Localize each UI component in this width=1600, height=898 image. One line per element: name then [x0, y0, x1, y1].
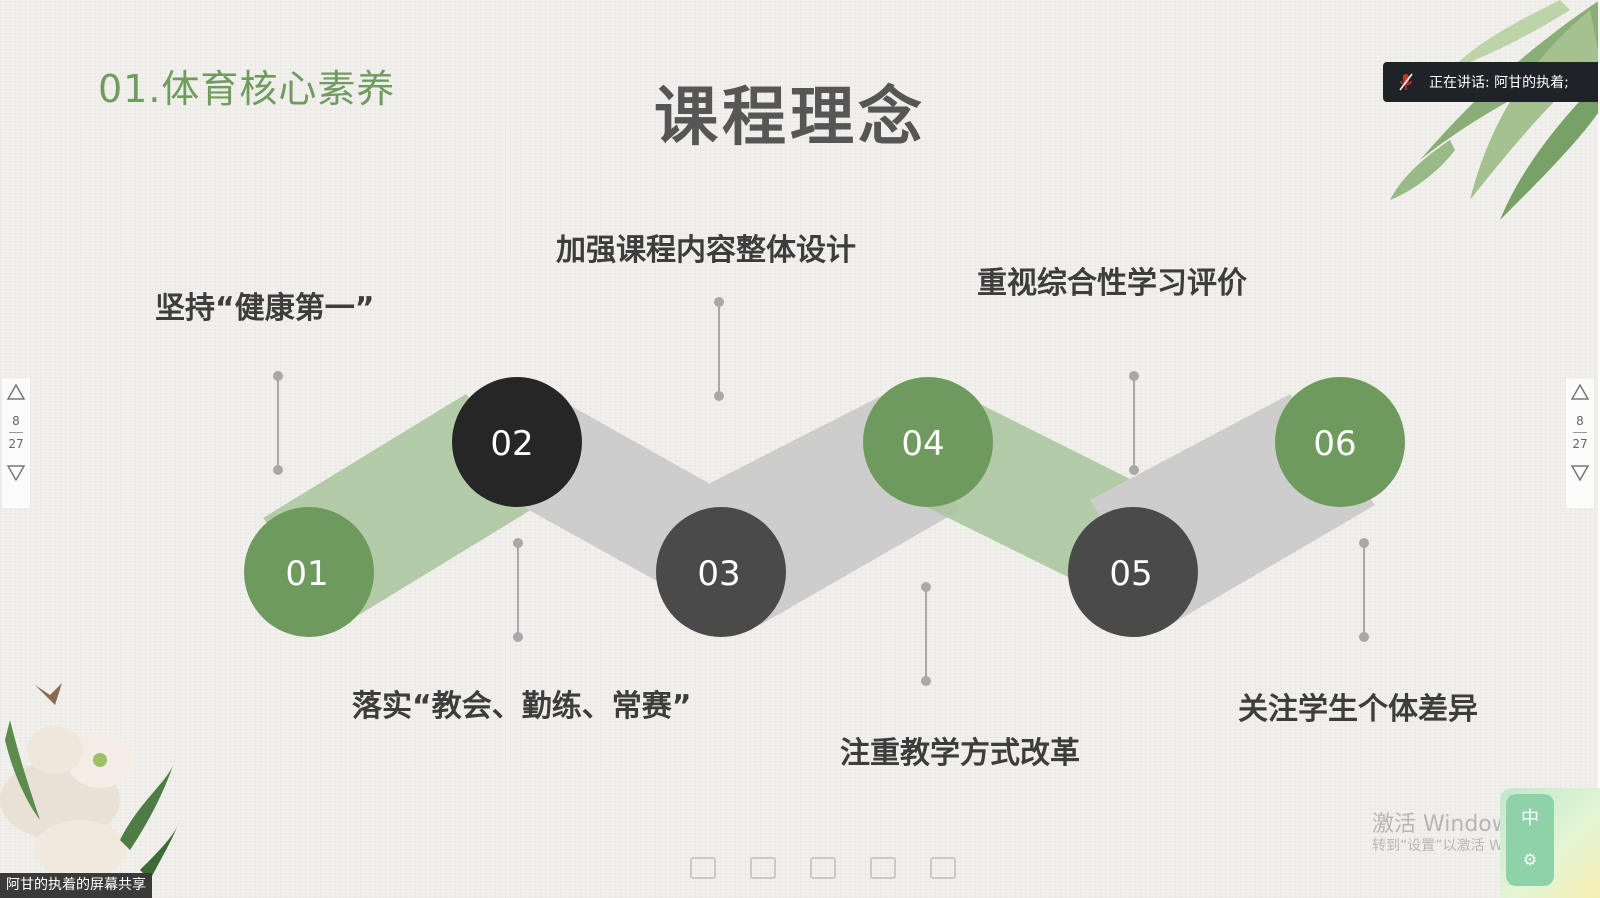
step-03: 03	[656, 507, 786, 637]
right-edge	[1598, 0, 1600, 898]
eraser-tool-icon[interactable]	[810, 857, 836, 879]
ime-mode-label: 中	[1521, 808, 1539, 829]
ime-badge[interactable]: 中 ⚙	[1506, 794, 1554, 886]
speaking-indicator: 正在讲话: 阿甘的执着;	[1383, 62, 1598, 102]
next-page-icon[interactable]	[7, 465, 25, 481]
gear-icon[interactable]: ⚙	[1522, 850, 1538, 869]
screen-share-label: 阿甘的执着的屏幕共享	[0, 873, 152, 898]
label-03: 加强课程内容整体设计	[556, 233, 856, 268]
exit-tool-icon[interactable]	[930, 857, 956, 879]
step-01: 01	[244, 507, 374, 637]
pointer-tool-icon[interactable]	[690, 857, 716, 879]
next-page-icon[interactable]	[1571, 465, 1589, 481]
pager-left-total: 27	[8, 437, 24, 451]
pen-tool-icon[interactable]	[750, 857, 776, 879]
activation-watermark-title: 激活 Windows	[1372, 812, 1522, 837]
pager-right: 8 27	[1566, 378, 1594, 508]
step-05-number: 05	[1109, 554, 1152, 594]
label-02: 落实“教会、勤练、常赛”	[352, 689, 692, 724]
step-02-number: 02	[490, 424, 533, 464]
step-01-number: 01	[285, 554, 328, 594]
ime-floating-widget[interactable]: 中 ⚙	[1500, 788, 1600, 898]
step-03-number: 03	[697, 554, 740, 594]
step-04-number: 04	[901, 424, 944, 464]
pager-right-current: 8	[1576, 414, 1584, 428]
label-01: 坚持“健康第一”	[155, 291, 375, 326]
pager-left-current: 8	[12, 414, 20, 428]
step-02: 02	[452, 377, 582, 507]
step-04: 04	[863, 377, 993, 507]
mic-muted-icon	[1391, 73, 1421, 91]
step-06-number: 06	[1313, 424, 1356, 464]
prev-page-icon[interactable]	[1571, 384, 1589, 400]
main-title: 课程理念	[654, 81, 926, 155]
screen-tool-icon[interactable]	[870, 857, 896, 879]
prev-page-icon[interactable]	[7, 384, 25, 400]
label-05: 重视综合性学习评价	[977, 266, 1247, 301]
label-06: 关注学生个体差异	[1238, 692, 1478, 727]
step-05: 05	[1068, 507, 1198, 637]
pager-left: 8 27	[2, 378, 30, 508]
speaking-text: 正在讲话: 阿甘的执着;	[1429, 75, 1569, 91]
label-04: 注重教学方式改革	[840, 736, 1080, 771]
pager-left-divider	[9, 432, 23, 433]
step-06: 06	[1275, 377, 1405, 507]
section-title: 01.体育核心素养	[98, 67, 396, 111]
pager-right-total: 27	[1572, 437, 1588, 451]
pager-right-divider	[1573, 432, 1587, 433]
presentation-toolbar[interactable]	[670, 848, 1010, 888]
